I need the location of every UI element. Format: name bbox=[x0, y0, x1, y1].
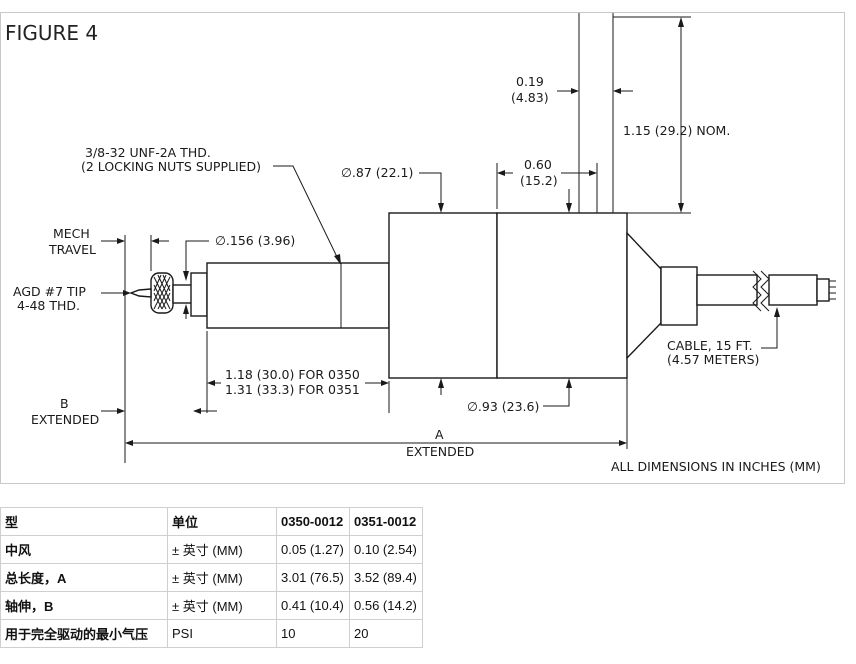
row-label: 轴伸，B bbox=[0, 591, 168, 620]
dia-093: ∅.93 (23.6) bbox=[467, 378, 628, 449]
dim-019-mm: (4.83) bbox=[511, 90, 549, 105]
dim-060-label: 0.60 bbox=[524, 157, 552, 172]
cell-0351: 3.52 (89.4) bbox=[349, 563, 423, 592]
agd-tip-label-sub: 4-48 THD. bbox=[17, 298, 80, 313]
cell-0350: 10 bbox=[276, 619, 350, 648]
table-header-row: 型 单位 0350-0012 0351-0012 bbox=[0, 507, 423, 536]
cable-break-1 bbox=[752, 270, 762, 312]
dia-156-label: ∅.156 (3.96) bbox=[215, 233, 295, 248]
dia-087-label: ∅.87 (22.1) bbox=[341, 165, 413, 180]
agd-tip: AGD #7 TIP 4-48 THD. bbox=[13, 284, 131, 313]
mech-travel-label-sub: TRAVEL bbox=[48, 242, 96, 257]
dia-087: ∅.87 (22.1) bbox=[341, 165, 444, 395]
dim-019: 0.19 (4.83) bbox=[511, 74, 633, 105]
length-0350-label: 1.18 (30.0) FOR 0350 bbox=[225, 367, 360, 382]
cable-label-sub: (4.57 METERS) bbox=[667, 352, 759, 367]
connector-pins bbox=[829, 280, 836, 300]
mech-travel-label: MECH bbox=[53, 226, 90, 241]
tip-point bbox=[129, 288, 152, 298]
header-model: 型 bbox=[0, 507, 168, 536]
a-extended-label-sub: EXTENDED bbox=[406, 444, 474, 459]
body-section-main bbox=[496, 212, 628, 379]
barrel-length: 1.18 (30.0) FOR 0350 1.31 (33.3) FOR 035… bbox=[193, 331, 390, 414]
cell-0350: 0.41 (10.4) bbox=[276, 591, 350, 620]
table-row: 中风 ± 英寸 (MM) 0.05 (1.27) 0.10 (2.54) bbox=[0, 535, 423, 564]
cell-0351: 0.10 (2.54) bbox=[349, 535, 423, 564]
shaft bbox=[172, 284, 194, 304]
body-section-front bbox=[388, 212, 498, 379]
dim-060-mm: (15.2) bbox=[520, 173, 558, 188]
cell-unit: ± 英寸 (MM) bbox=[167, 591, 277, 620]
dia-093-label: ∅.93 (23.6) bbox=[467, 399, 539, 414]
rear-taper bbox=[626, 231, 662, 360]
dia-156: ∅.156 (3.96) bbox=[183, 233, 295, 319]
cell-unit: PSI bbox=[167, 619, 277, 648]
cable-break-2 bbox=[760, 270, 770, 312]
cable-connector bbox=[816, 278, 830, 302]
thread-label: 3/8-32 UNF-2A THD. bbox=[85, 145, 211, 160]
dim-019-label: 0.19 bbox=[516, 74, 544, 89]
table-row: 用于完全驱动的最小气压 PSI 10 20 bbox=[0, 619, 423, 648]
table-row: 轴伸，B ± 英寸 (MM) 0.41 (10.4) 0.56 (14.2) bbox=[0, 591, 423, 620]
cell-0350: 0.05 (1.27) bbox=[276, 535, 350, 564]
header-unit: 单位 bbox=[167, 507, 277, 536]
cell-0350: 3.01 (76.5) bbox=[276, 563, 350, 592]
cable-boot bbox=[660, 266, 698, 326]
dim-115: 1.15 (29.2) NOM. bbox=[613, 16, 730, 213]
figure-4-drawing: FIGURE 4 bbox=[0, 12, 845, 484]
header-0350: 0350-0012 bbox=[276, 507, 350, 536]
row-label: 总长度，A bbox=[0, 563, 168, 592]
dim-115-label: 1.15 (29.2) NOM. bbox=[623, 123, 730, 138]
a-extended-label: A bbox=[435, 427, 444, 442]
agd-tip-label: AGD #7 TIP bbox=[13, 284, 86, 299]
thread-label-sub: (2 LOCKING NUTS SUPPLIED) bbox=[81, 159, 261, 174]
figure-title: FIGURE 4 bbox=[5, 21, 98, 45]
actuator-body bbox=[129, 212, 836, 379]
cell-0351: 20 bbox=[349, 619, 423, 648]
cell-unit: ± 英寸 (MM) bbox=[167, 563, 277, 592]
b-extended-label: B bbox=[60, 396, 69, 411]
a-extended: A EXTENDED bbox=[125, 427, 627, 459]
cable-section-1 bbox=[696, 274, 758, 306]
length-0351-label: 1.31 (33.3) FOR 0351 bbox=[225, 382, 360, 397]
cell-unit: ± 英寸 (MM) bbox=[167, 535, 277, 564]
cable-section-2 bbox=[768, 274, 818, 306]
dim-060: 0.60 (15.2) bbox=[496, 157, 598, 213]
thread-callout: 3/8-32 UNF-2A THD. (2 LOCKING NUTS SUPPL… bbox=[81, 145, 341, 265]
spec-table: 型 单位 0350-0012 0351-0012 中风 ± 英寸 (MM) 0.… bbox=[0, 507, 423, 648]
row-label: 用于完全驱动的最小气压 bbox=[0, 619, 168, 648]
cable-callout: CABLE, 15 FT. (4.57 METERS) bbox=[667, 307, 780, 367]
header-0351: 0351-0012 bbox=[349, 507, 423, 536]
cable-label: CABLE, 15 FT. bbox=[667, 338, 753, 353]
cell-0351: 0.56 (14.2) bbox=[349, 591, 423, 620]
tall-reference-column bbox=[578, 13, 691, 214]
locking-nut bbox=[190, 272, 208, 317]
dimension-drawing-svg: FIGURE 4 bbox=[5, 13, 836, 474]
table-row: 总长度，A ± 英寸 (MM) 3.01 (76.5) 3.52 (89.4) bbox=[0, 563, 423, 592]
row-label: 中风 bbox=[0, 535, 168, 564]
b-extended-label-sub: EXTENDED bbox=[31, 412, 99, 427]
mech-travel: MECH TRAVEL bbox=[48, 226, 169, 463]
b-extended: B EXTENDED bbox=[31, 396, 125, 427]
units-note: ALL DIMENSIONS IN INCHES (MM) bbox=[611, 459, 821, 474]
threaded-barrel bbox=[206, 262, 390, 329]
knurl-pattern bbox=[153, 274, 171, 310]
